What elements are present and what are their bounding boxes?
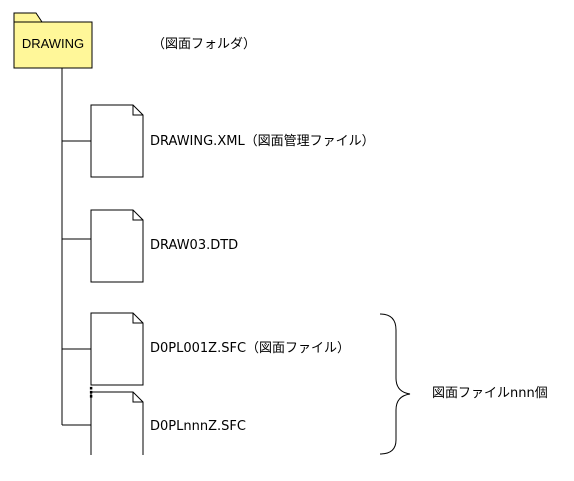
folder-label: DRAWING	[21, 36, 85, 51]
file-icon	[90, 104, 144, 178]
file-icon	[90, 209, 144, 283]
group-label: 図面ファイルnnn個	[432, 386, 548, 401]
folder-icon	[13, 12, 93, 69]
file-icon-partial	[90, 391, 144, 455]
file-label-d0plnnnz-sfc: D0PLnnnZ.SFC	[150, 419, 246, 434]
tree-connectors	[61, 68, 91, 426]
group-brace	[379, 313, 411, 455]
file-icon	[90, 312, 144, 386]
folder-description: （図面フォルダ）	[152, 37, 257, 52]
file-label-drawing-xml: DRAWING.XML（図面管理ファイル）	[150, 134, 375, 149]
file-label-d0pl001z-sfc: D0PL001Z.SFC（図面ファイル）	[150, 341, 351, 356]
vertical-ellipsis: ⋮	[84, 385, 98, 401]
file-label-draw03-dtd: DRAW03.DTD	[150, 238, 239, 253]
